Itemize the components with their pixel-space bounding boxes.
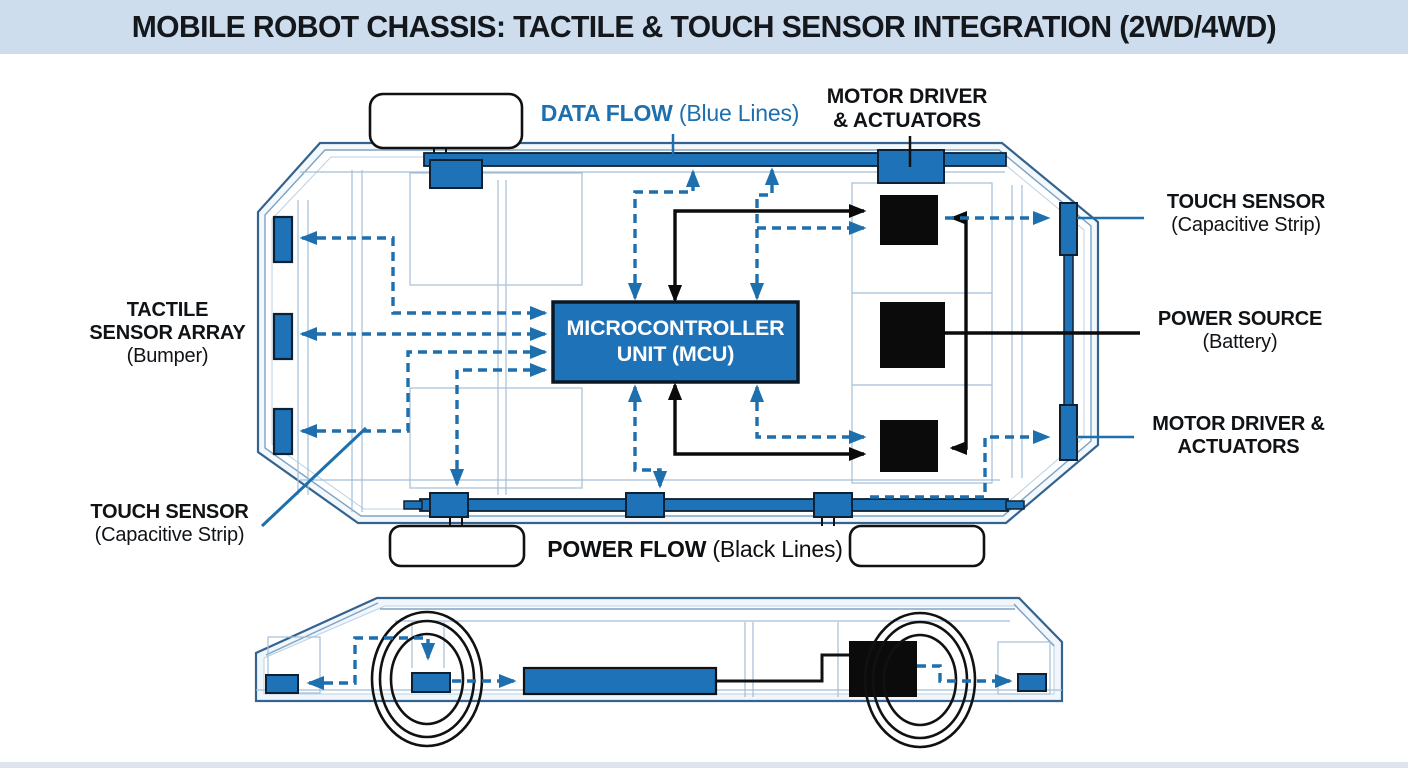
rail-block-left [429,492,469,518]
wheels-top-view [368,92,986,568]
leader-lines [260,134,1144,528]
top-view-chassis [256,92,1144,568]
side-hub-sensor [411,672,451,693]
wheel-rear-left [388,524,526,568]
label-motor-driver-top: MOTOR DRIVER & ACTUATORS [826,85,988,133]
rail-block-center [625,492,665,518]
side-data-flow-lines [306,636,1013,691]
wheel-rear-right [848,524,986,568]
title-bar: MOBILE ROBOT CHASSIS: TACTILE & TOUCH SE… [0,0,1408,54]
mcu-label: MICROCONTROLLER UNIT (MCU) [566,316,785,366]
side-power-cable [716,653,849,683]
touch-sensor-strip-right [1059,202,1078,461]
rail-sensor-block [429,159,483,189]
power-flow-legend: POWER FLOW (Black Lines) [530,536,860,562]
data-flow-legend-rest: (Blue Lines) [672,100,800,126]
rail-block-right [813,492,853,518]
data-flow-legend: DATA FLOW (Blue Lines) [505,100,835,126]
label-touch-sensor-left: TOUCH SENSOR (Capacitive Strip) [90,501,249,546]
label-power-source: POWER SOURCE (Battery) [1157,308,1323,353]
leader-touch-left [260,426,368,528]
mcu-box [551,300,800,384]
data-flow-legend-strong: DATA FLOW [540,100,673,126]
side-rear-sensor [1017,673,1047,692]
side-mcu-board [522,666,718,696]
side-battery-box [849,641,917,697]
battery-box [880,302,945,368]
label-touch-sensor-right: TOUCH SENSOR (Capacitive Strip) [1166,191,1326,236]
data-flow-lines [299,167,1051,499]
label-motor-driver-right: MOTOR DRIVER & ACTUATORS [1152,413,1325,458]
motor-driver-box-bottom [880,420,938,472]
side-wheel-rear [863,611,977,749]
side-view-chassis [254,596,1064,749]
motor-driver-box-top [880,195,938,245]
power-flow-legend-strong: POWER FLOW [547,536,707,562]
label-tactile-sensor-array: TACTILE SENSOR ARRAY (Bumper) [89,299,246,367]
wheel-front-left [368,92,524,150]
bottom-sensor-rail [403,492,1025,518]
side-front-sensor [265,674,299,694]
footer-strip [0,762,1408,768]
tactile-sensor-strips [272,215,294,456]
page-title: MOBILE ROBOT CHASSIS: TACTILE & TOUCH SE… [131,9,1277,44]
power-flow-legend-rest: (Black Lines) [706,536,843,562]
